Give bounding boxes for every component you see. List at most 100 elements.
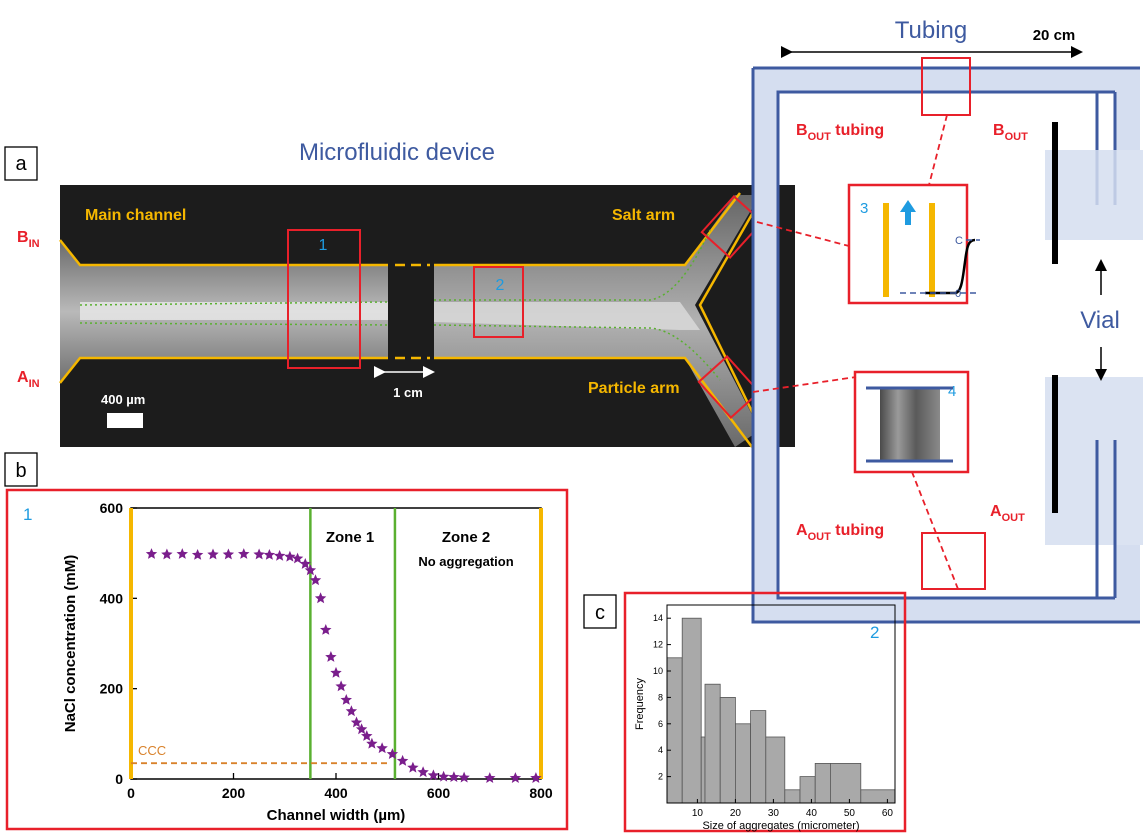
data-point bbox=[417, 766, 429, 778]
scale-bar bbox=[107, 413, 143, 428]
data-point bbox=[530, 772, 542, 783]
y-tick-label: 2 bbox=[658, 772, 663, 782]
x-axis-title: Size of aggregates (micrometer) bbox=[702, 820, 859, 832]
x-tick-label: 400 bbox=[324, 785, 348, 801]
inset-3-zero-label: 0 bbox=[955, 288, 961, 300]
data-point bbox=[325, 651, 337, 662]
x-axis-title: Channel width (µm) bbox=[267, 807, 406, 824]
x-tick-label: 60 bbox=[882, 808, 894, 819]
data-point bbox=[145, 548, 158, 559]
panel-c-frame bbox=[623, 591, 907, 833]
y-tick-label: 10 bbox=[653, 666, 663, 676]
x-tick-label: 10 bbox=[692, 808, 704, 819]
ccc-label: CCC bbox=[138, 743, 166, 758]
histogram-bar bbox=[799, 776, 816, 804]
gap-label: 1 cm bbox=[393, 385, 423, 400]
histogram-bar bbox=[719, 697, 736, 804]
b-out-tubing-label: BOUT tubing bbox=[796, 122, 884, 143]
panel-a-tag: a bbox=[15, 153, 27, 175]
a-out-tubing-outline bbox=[751, 455, 1140, 624]
data-point bbox=[340, 694, 352, 705]
panel-b-tag: b bbox=[15, 460, 26, 482]
a-in-label: AIN bbox=[17, 369, 40, 390]
data-point bbox=[304, 564, 317, 576]
concentration-profile bbox=[925, 238, 976, 295]
region-box-1 bbox=[287, 229, 361, 369]
a-out-tube-end bbox=[1095, 440, 1117, 598]
data-point bbox=[509, 772, 522, 783]
flow-arrow-icon bbox=[900, 200, 916, 225]
histogram-bar bbox=[830, 763, 862, 804]
data-point bbox=[345, 705, 358, 717]
data-point bbox=[253, 548, 265, 560]
y-axis-title: Frequency bbox=[634, 678, 646, 730]
data-point bbox=[458, 771, 470, 783]
data-point bbox=[273, 549, 286, 561]
region-box-2 bbox=[473, 266, 524, 338]
data-point bbox=[376, 742, 388, 754]
data-point bbox=[176, 548, 188, 559]
device-title: Microfluidic device bbox=[299, 139, 495, 166]
tubing-box-b bbox=[921, 57, 971, 116]
x-tick-label: 0 bbox=[127, 785, 135, 801]
inset-connectors bbox=[752, 114, 959, 590]
tubing-schematic: Tubing 20 cm BOUT tubing AOUT tubing BOU… bbox=[751, 17, 1143, 624]
data-point bbox=[437, 770, 450, 782]
panel-a: a Microfluidic device Main channel Salt … bbox=[4, 139, 795, 448]
zone-2-note: No aggregation bbox=[418, 554, 513, 569]
region-box-1-number: 1 bbox=[319, 237, 328, 254]
b-in-label: BIN bbox=[17, 229, 40, 250]
histogram-bar bbox=[814, 763, 831, 804]
data-point bbox=[263, 549, 276, 560]
zone-1-label: Zone 1 bbox=[326, 529, 374, 546]
panel-c-tag-box bbox=[583, 594, 617, 629]
vial-bottom bbox=[1045, 377, 1143, 545]
x-tick-label: 800 bbox=[529, 785, 553, 801]
panel-b-frame bbox=[5, 488, 569, 831]
data-point bbox=[396, 754, 409, 766]
x-tick-label: 600 bbox=[427, 785, 451, 801]
vial-label: Vial bbox=[1080, 307, 1120, 334]
data-point bbox=[314, 592, 327, 604]
particle-stream-right bbox=[434, 302, 700, 330]
panel-b-tag-box bbox=[4, 452, 38, 487]
panel-a-tag-box bbox=[4, 146, 38, 181]
a-out-label: AOUT bbox=[990, 503, 1025, 524]
y-tick-label: 6 bbox=[658, 719, 663, 729]
data-point bbox=[222, 548, 235, 560]
data-point bbox=[355, 723, 368, 735]
histogram-bar bbox=[735, 723, 752, 804]
histogram-bar bbox=[750, 710, 767, 804]
inset-4-number: 4 bbox=[948, 383, 956, 400]
zone-2-label: Zone 2 bbox=[442, 529, 490, 546]
y-tick-label: 4 bbox=[658, 745, 663, 755]
histogram-bar bbox=[666, 657, 683, 804]
scale-bar-label: 400 µm bbox=[101, 392, 145, 407]
histogram-bar bbox=[860, 789, 896, 804]
histogram-bar bbox=[784, 789, 801, 804]
data-point bbox=[448, 771, 460, 782]
data-point bbox=[207, 548, 219, 560]
x-tick-label: 40 bbox=[806, 808, 818, 819]
tubing-box-a bbox=[921, 532, 986, 590]
data-point bbox=[309, 574, 322, 586]
inset-3-wall-right bbox=[929, 203, 935, 297]
x-tick-label: 20 bbox=[730, 808, 742, 819]
tubing-length-label: 20 cm bbox=[1033, 27, 1076, 44]
data-point bbox=[335, 680, 347, 692]
inset-4-photo bbox=[880, 388, 940, 461]
a-out-electrode bbox=[1052, 375, 1058, 513]
region-box-2-number: 2 bbox=[496, 277, 505, 294]
data-point bbox=[407, 761, 419, 773]
data-point bbox=[161, 548, 173, 560]
b-out-tubing-outline bbox=[751, 66, 1140, 460]
channel-gap-dashes bbox=[395, 263, 430, 360]
plot-frame bbox=[666, 604, 896, 804]
data-point bbox=[320, 624, 332, 635]
y-tick-label: 400 bbox=[100, 590, 124, 606]
histogram-bar bbox=[765, 736, 786, 804]
b-out-label: BOUT bbox=[993, 122, 1028, 143]
